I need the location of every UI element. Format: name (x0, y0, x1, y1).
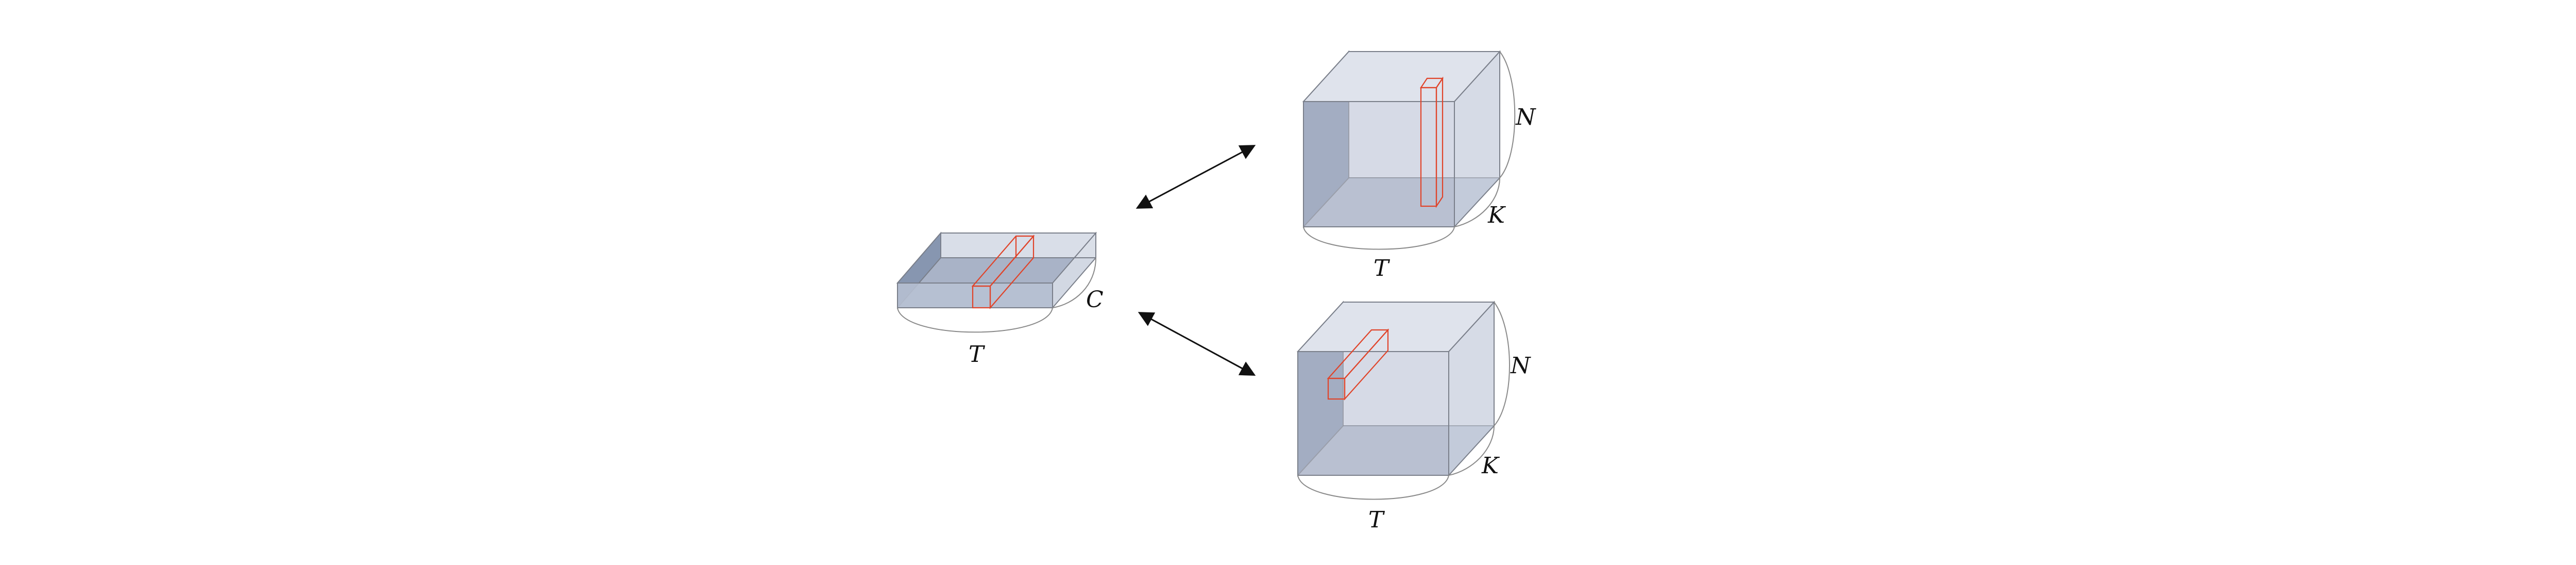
flat-slab-front-face (897, 282, 1053, 308)
cube-bottom-highlight-bar (1327, 328, 1389, 401)
cube-bottom: N K T (1296, 301, 1531, 533)
cube-top-t-label: T (1374, 255, 1391, 281)
cube-bottom-front-face (1297, 351, 1449, 476)
flat-slab: C T (896, 231, 1104, 368)
flat-slab-c-brace (1052, 257, 1096, 308)
cube-top-highlight-bar (1419, 76, 1444, 208)
cube-top-floor (1303, 178, 1500, 227)
cube-top-n-label: N (1515, 104, 1536, 130)
flat-slab-t-brace (897, 307, 1053, 333)
flat-slab-t-label: T (969, 341, 986, 368)
cube-bottom-n-label: N (1510, 353, 1531, 379)
arrow-to-bottom-cube (1138, 312, 1256, 376)
cube-top-k-brace (1454, 177, 1500, 227)
cube-bottom-t-label: T (1368, 507, 1385, 533)
cube-bottom-k-brace (1448, 425, 1495, 476)
arrow-to-top-cube (1136, 145, 1256, 209)
cube-top: N K T (1302, 50, 1536, 281)
cube-top-k-label: K (1487, 202, 1506, 228)
cube-bottom-t-brace (1297, 475, 1449, 500)
cube-top-t-brace (1303, 226, 1455, 250)
cube-bottom-n-brace (1494, 302, 1510, 426)
flat-slab-c-label: C (1086, 287, 1104, 313)
cube-top-front-face (1303, 101, 1455, 227)
flat-slab-highlight-bar (971, 235, 1035, 309)
cube-top-n-brace (1499, 51, 1516, 178)
cube-bottom-floor (1298, 426, 1494, 475)
cube-bottom-k-label: K (1481, 453, 1500, 479)
